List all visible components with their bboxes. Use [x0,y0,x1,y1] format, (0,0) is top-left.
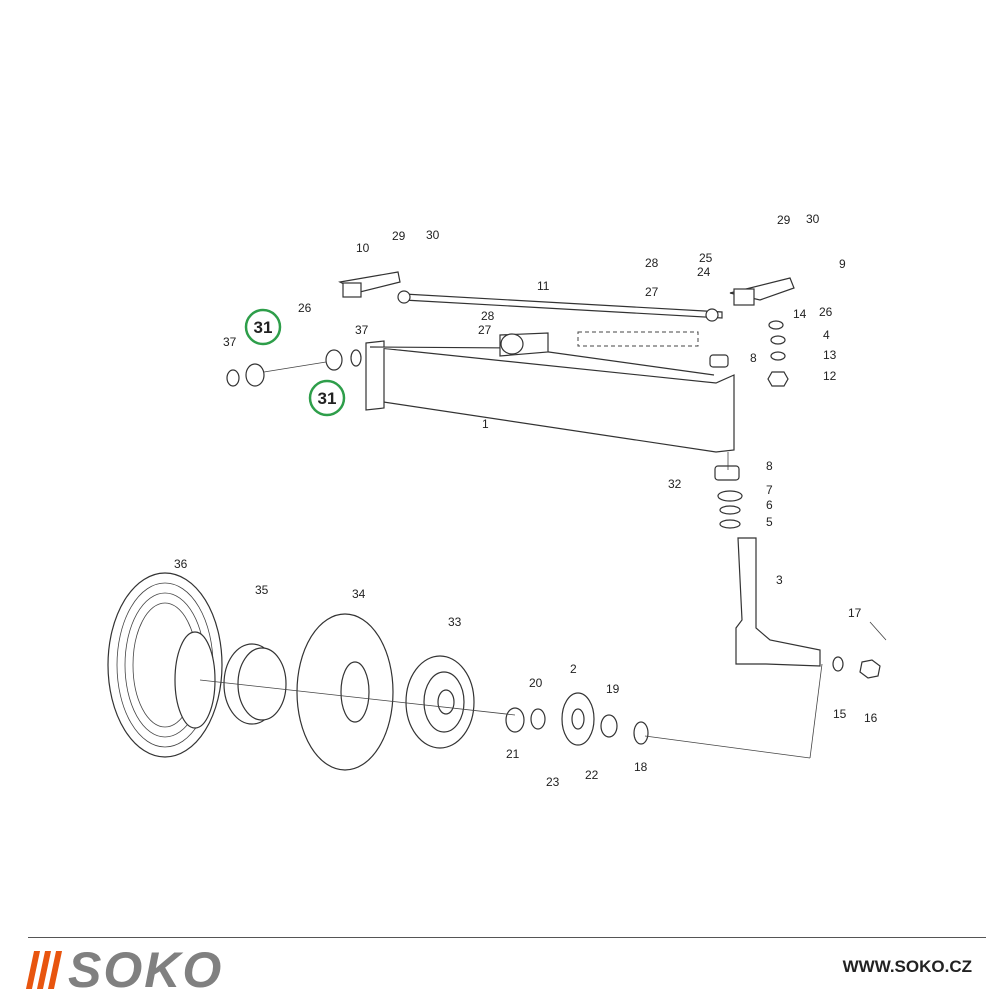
part-label: 8 [750,351,757,365]
part-label: 12 [823,369,837,383]
part-label: 13 [823,348,837,362]
part-label: 27 [645,285,659,299]
website-link[interactable]: WWW.SOKO.CZ [842,957,972,976]
highlight-label: 31 [254,318,273,337]
part-number-labels: 1 2 3 4 5 6 7 8 8 9 10 11 12 13 14 15 16… [174,212,878,789]
part-label: 26 [298,301,312,315]
part-label: 32 [668,477,682,491]
part-label: 10 [356,241,370,255]
soko-logo: SOKO [25,942,224,998]
part-label: 24 [697,265,711,279]
brand-name: SOKO [68,942,224,998]
part-label: 21 [506,747,520,761]
part-label: 29 [777,213,791,227]
highlight-label: 31 [318,389,337,408]
part-label: 15 [833,707,847,721]
footer-divider [28,937,986,938]
part-label: 14 [793,307,807,321]
part-label: 17 [848,606,862,620]
part-label: 26 [819,305,833,319]
part-label: 36 [174,557,188,571]
part-label: 19 [606,682,620,696]
front-axle-drawing [107,271,887,771]
part-label: 3 [776,573,783,587]
part-label: 2 [570,662,577,676]
part-label: 30 [806,212,820,226]
part-label: 7 [766,483,773,497]
part-label: 33 [448,615,462,629]
part-label: 30 [426,228,440,242]
logo-stripes-icon [25,951,63,989]
part-label: 6 [766,498,773,512]
part-label: 29 [392,229,406,243]
part-label: 34 [352,587,366,601]
part-label: 18 [634,760,648,774]
part-label: 11 [537,279,550,293]
part-label: 16 [864,711,878,725]
part-label: 8 [766,459,773,473]
part-label: 5 [766,515,773,529]
part-label: 4 [823,328,830,342]
part-label: 9 [839,257,846,271]
part-label: 27 [478,323,492,337]
part-label: 20 [529,676,543,690]
highlighted-part-31-lower[interactable]: 31 [308,379,346,417]
part-label: 28 [645,256,659,270]
part-label: 37 [223,335,237,349]
part-label: 1 [482,417,489,431]
part-label: 22 [585,768,599,782]
part-label: 23 [546,775,560,789]
part-label: 35 [255,583,269,597]
part-label: 25 [699,251,713,265]
part-label: 37 [355,323,369,337]
part-label: 28 [481,309,495,323]
highlighted-part-31-upper[interactable]: 31 [244,308,282,346]
